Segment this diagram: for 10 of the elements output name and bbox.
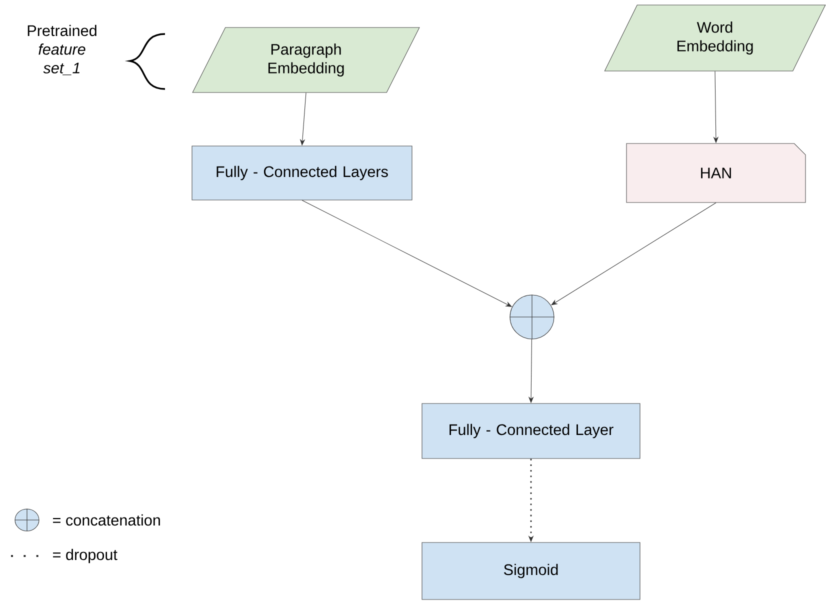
process-box: Sigmoid bbox=[422, 542, 640, 600]
input-parallelogram: Word Embedding bbox=[604, 4, 826, 72]
process-box: Fully - Connected Layers bbox=[192, 146, 412, 200]
process-box: Fully - Connected Layer bbox=[422, 403, 640, 459]
legend-text: = dropout bbox=[53, 548, 118, 564]
concatenation-circle bbox=[509, 294, 555, 340]
note-text: Pretrained feature set_1 bbox=[28, 24, 96, 76]
legend-text: = concatenation bbox=[53, 514, 160, 526]
process-box: HAN bbox=[626, 143, 806, 203]
input-parallelogram: Paragraph Embedding bbox=[192, 27, 420, 93]
